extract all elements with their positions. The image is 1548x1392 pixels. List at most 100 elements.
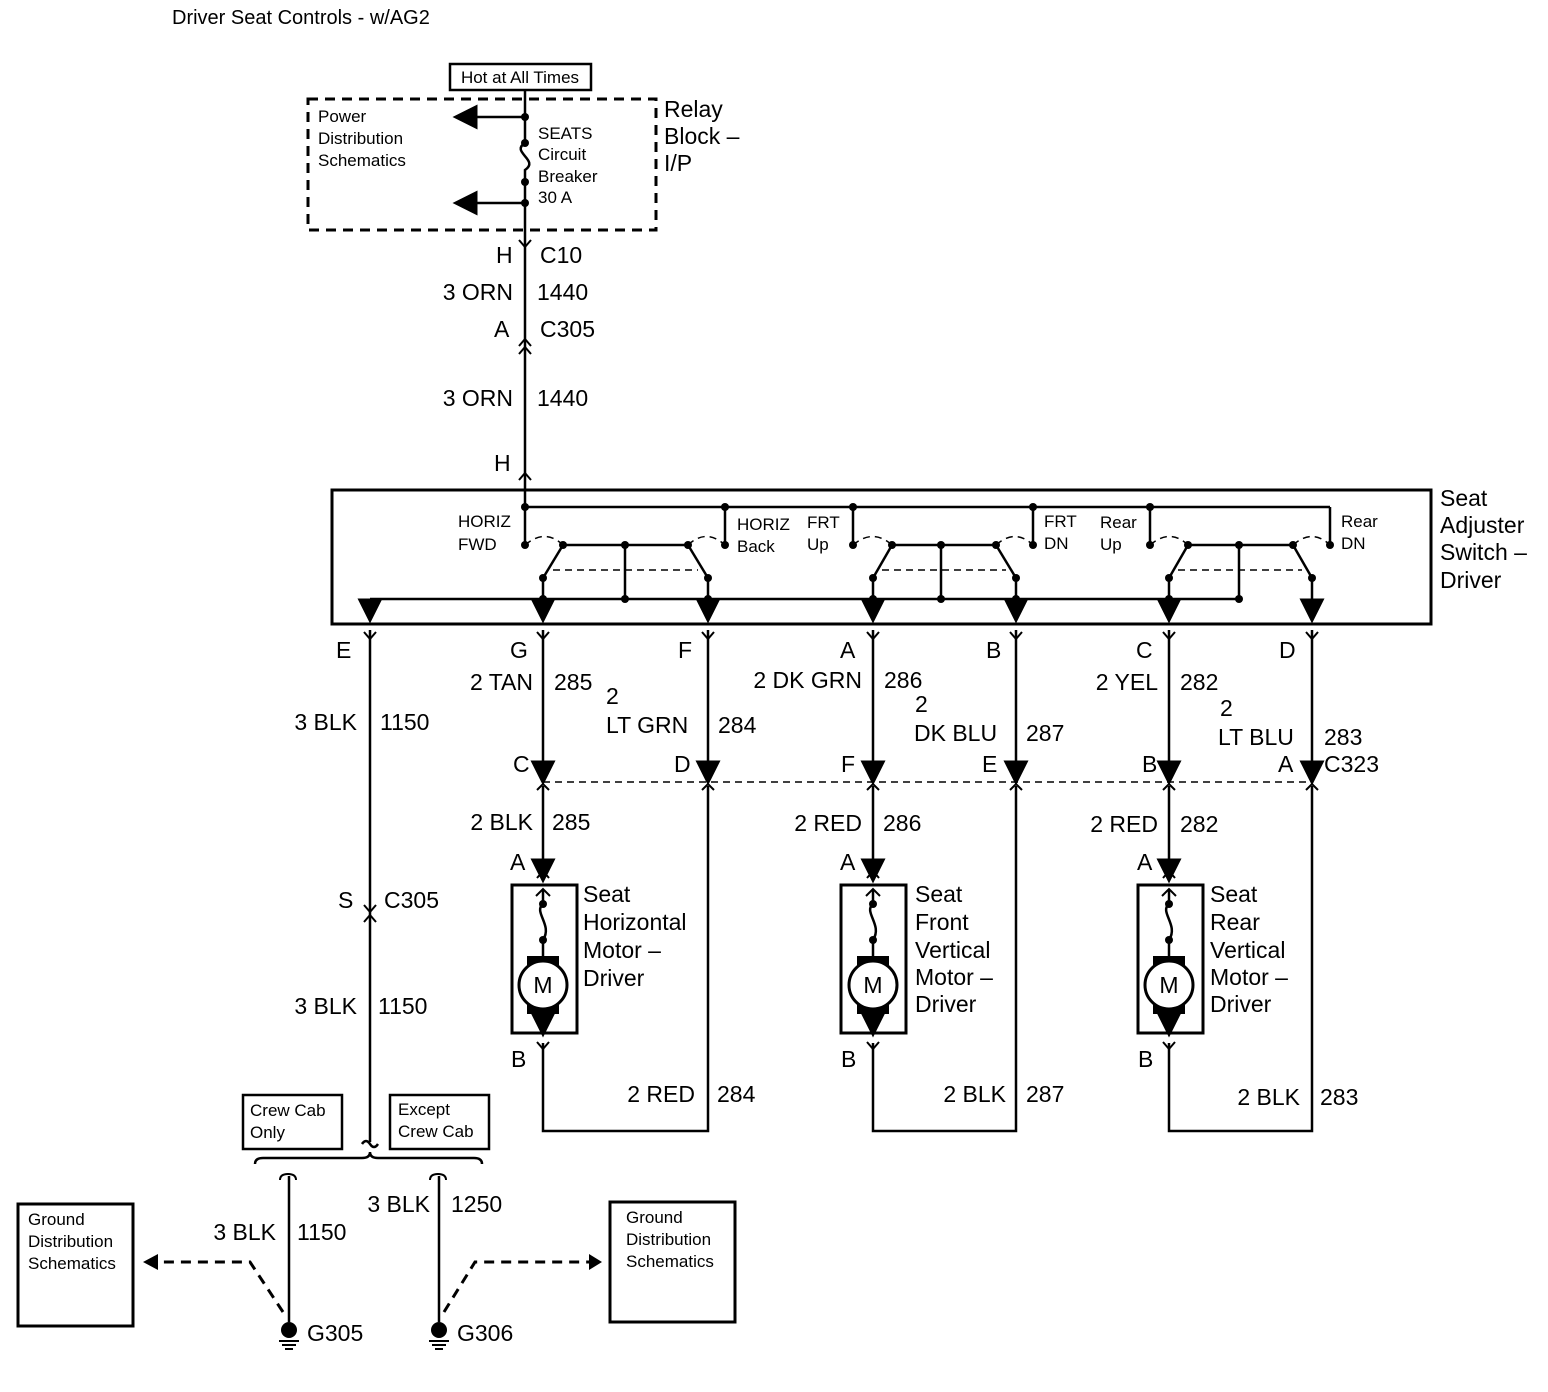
wire-283-color: LT BLU	[1218, 724, 1294, 750]
pos-frt-up: FRT Up	[807, 513, 844, 554]
motor-r-pin-a: A	[1137, 849, 1153, 875]
ground-ref-left-link	[158, 1260, 285, 1313]
wire-1440-color-top: 3 ORN	[443, 279, 513, 305]
wire-1150-circuit-mid: 1150	[378, 993, 427, 1019]
wire-287-lower-color: 2 BLK	[943, 1081, 1006, 1107]
pin-b: B	[986, 637, 1001, 663]
c323-label: C323	[1324, 751, 1379, 777]
pos-rear-up: Rear Up	[1100, 513, 1142, 554]
wire-284-color: LT GRN	[606, 712, 688, 738]
crew-cab-only-label: Crew Cab Only	[250, 1101, 330, 1142]
ground-ref-right-link	[442, 1260, 592, 1313]
ground-ref-right-label: Ground Distribution Schematics	[626, 1208, 716, 1271]
c305-connector-symbol	[518, 337, 532, 355]
ground-ref-left-label: Ground Distribution Schematics	[28, 1210, 118, 1273]
connector-c305-top: C305	[540, 316, 595, 342]
motor-r-pin-b: B	[1138, 1046, 1153, 1072]
motor-h-pin-b: B	[511, 1046, 526, 1072]
wire-1150-color-mid: 3 BLK	[294, 993, 357, 1019]
wire-284-gauge: 2	[606, 683, 619, 709]
wire-284-circuit: 284	[718, 712, 757, 738]
wire-1150-color-left: 3 BLK	[213, 1219, 276, 1245]
c323-pin-a: A	[1278, 751, 1294, 777]
wire-287-lower-circuit: 287	[1026, 1081, 1064, 1107]
wire-1150-color-top: 3 BLK	[294, 709, 357, 735]
motor-r-symbol	[1143, 959, 1195, 1011]
c323-pin-e: E	[982, 751, 997, 777]
page-title: Driver Seat Controls - w/AG2	[172, 7, 430, 29]
motor-f-pin-b: B	[841, 1046, 856, 1072]
except-crew-cab-box	[388, 1093, 491, 1151]
c305-label-bottom: C305	[384, 887, 439, 913]
pin-a: A	[840, 637, 856, 663]
seat-adjuster-switch: Seat Adjuster Switch – Driver HORIZ FWD	[330, 485, 1533, 626]
wire-285-lower-circuit: 285	[552, 809, 590, 835]
motor-h-m: M	[533, 972, 552, 998]
wire-286-circuit: 286	[884, 667, 922, 693]
pin-a-c305: A	[494, 316, 510, 342]
ground-g305-label: G305	[307, 1320, 363, 1346]
wire-284-lower-color: 2 RED	[627, 1081, 695, 1107]
c323-pin-d: D	[674, 751, 691, 777]
except-crew-cab-label: Except Crew Cab	[398, 1100, 474, 1141]
c323-pin-b: B	[1142, 751, 1157, 777]
c323-pin-f: F	[841, 751, 855, 777]
pin-h-top: H	[496, 242, 513, 268]
wire-285-color: 2 TAN	[470, 669, 533, 695]
circuit-breaker-symbol	[519, 141, 531, 182]
ground-symbol-right-icon	[429, 1322, 449, 1350]
pin-d: D	[1279, 637, 1296, 663]
pos-frt-dn: FRT DN	[1044, 512, 1081, 553]
motor-f-name: Seat Front Vertical Motor – Driver	[915, 881, 999, 1017]
connector-c10: C10	[540, 242, 582, 268]
pin-h-switch: H	[494, 450, 511, 476]
wire-282-color: 2 YEL	[1096, 669, 1158, 695]
ground-ref-left-box	[16, 1202, 135, 1328]
wire-283-circuit: 283	[1324, 724, 1362, 750]
relay-block-outline	[306, 97, 658, 232]
ground-circuit: S C305 3 BLK 1150 Crew Cab Only Except C…	[16, 630, 737, 1350]
pos-rear-dn: Rear DN	[1341, 512, 1383, 553]
wire-282-circuit: 282	[1180, 669, 1218, 695]
motor-f-m: M	[863, 972, 882, 998]
relay-block-name: Relay Block – I/P	[664, 96, 746, 176]
c305-pin-s: S	[338, 887, 353, 913]
pos-horiz-back: HORIZ Back	[737, 515, 795, 556]
motor-f-pin-a: A	[840, 849, 856, 875]
wire-286-lower-circuit: 286	[883, 810, 921, 836]
relay-block: Hot at All Times Relay Block – I/P Power…	[306, 62, 746, 232]
motor-f-symbol	[847, 959, 899, 1011]
wire-1440-color-bottom: 3 ORN	[443, 385, 513, 411]
wire-1440-circuit-top: 1440	[537, 279, 588, 305]
switch-harness: E G F A B C D 2 TAN 285 2 LT GRN 284 2 D…	[294, 630, 1379, 791]
seats-breaker-label: SEATS Circuit Breaker 30 A	[538, 124, 602, 207]
power-distribution-ref: Power Distribution Schematics	[318, 107, 408, 170]
hot-at-all-times-label: Hot at All Times	[461, 68, 579, 87]
ground-symbol-left-icon	[279, 1322, 299, 1350]
seat-horizontal-motor: 2 BLK 285 A M B Seat Horizontal Motor – …	[470, 786, 756, 1133]
pin-f: F	[678, 637, 692, 663]
wire-1150-circuit-left: 1150	[297, 1219, 346, 1245]
wire-284-lower-circuit: 284	[717, 1081, 756, 1107]
wire-283-lower-circuit: 283	[1320, 1084, 1358, 1110]
pos-horiz-fwd: HORIZ FWD	[458, 512, 516, 554]
wire-1440-circuit-bottom: 1440	[537, 385, 588, 411]
pin-e: E	[336, 637, 351, 663]
wire-283-lower-color: 2 BLK	[1237, 1084, 1300, 1110]
switch-name: Seat Adjuster Switch – Driver	[1440, 485, 1533, 593]
seat-front-vertical-motor: 2 RED 286 A M B Seat Front Vertical Moto…	[794, 786, 1064, 1133]
ground-g306-label: G306	[457, 1320, 513, 1346]
pin-g: G	[510, 637, 528, 663]
wire-287-circuit: 287	[1026, 720, 1064, 746]
wire-1250-circuit: 1250	[451, 1191, 502, 1217]
wire-283-gauge: 2	[1220, 695, 1233, 721]
ground-ref-right-box	[608, 1200, 737, 1324]
wire-282-lower-color: 2 RED	[1090, 811, 1158, 837]
wire-286-lower-color: 2 RED	[794, 810, 862, 836]
wire-285-circuit: 285	[554, 669, 592, 695]
wire-287-gauge: 2	[915, 691, 928, 717]
option-tilde	[360, 1139, 380, 1149]
wire-287-color: DK BLU	[914, 720, 997, 746]
motor-r-name: Seat Rear Vertical Motor – Driver	[1210, 881, 1294, 1017]
